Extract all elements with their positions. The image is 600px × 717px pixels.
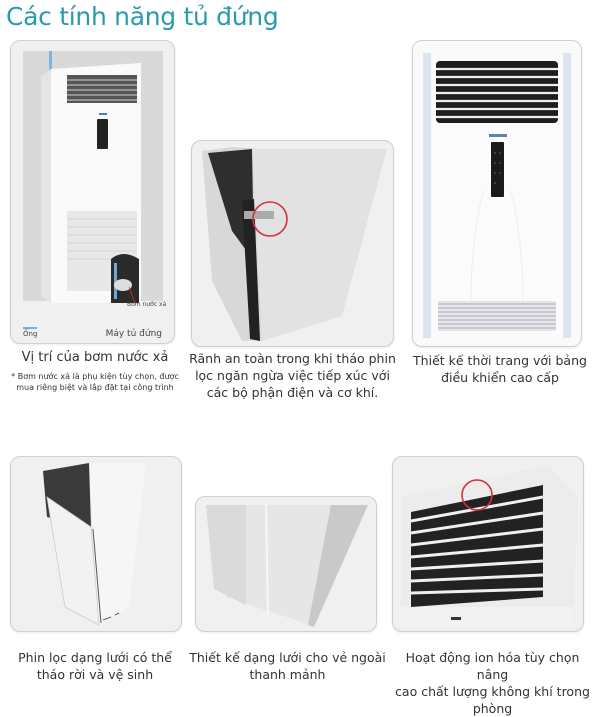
safety-slot-image [202, 147, 387, 341]
slim-mesh-image [206, 504, 368, 627]
feature-card-drain-pump: Bơm nước xả Ống Máy tủ đứng [10, 40, 175, 344]
pump-label: Bơm nước xả [127, 301, 167, 308]
front-view-unit-image [423, 53, 571, 338]
feature-card-ionizer [392, 456, 584, 632]
unit-label: Máy tủ đứng [105, 329, 162, 339]
feature-card-safety-slot [191, 140, 394, 347]
feature-caption: Phin lọc dạng lưới có thể tháo rời và vệ… [18, 650, 172, 682]
pipe-label: Ống [23, 330, 38, 338]
ionizer-grille-image [401, 465, 578, 627]
feature-caption: Thiết kế dạng lưới cho vẻ ngoài thanh mả… [189, 650, 386, 682]
feature-note: * Bơm nước xả là phụ kiện tùy chọn, được… [11, 372, 179, 392]
floor-standing-unit-image [23, 51, 163, 304]
feature-card-stylish-design [412, 40, 582, 347]
feature-caption: Rãnh an toàn trong khi tháo phin lọc ngă… [189, 351, 396, 400]
feature-card-slim-mesh [195, 496, 377, 632]
feature-caption: Hoạt động ion hóa tùy chọn nâng cao chất… [395, 650, 590, 716]
page-title: Các tính năng tủ đứng [6, 2, 279, 31]
feature-caption: Vị trí của bơm nước xả [21, 350, 169, 365]
feature-card-removable-filter [10, 456, 182, 632]
removable-filter-image [43, 463, 146, 626]
feature-caption: Thiết kế thời trang với bảng điều khiển … [413, 353, 587, 385]
pipe-legend-line [23, 327, 37, 329]
